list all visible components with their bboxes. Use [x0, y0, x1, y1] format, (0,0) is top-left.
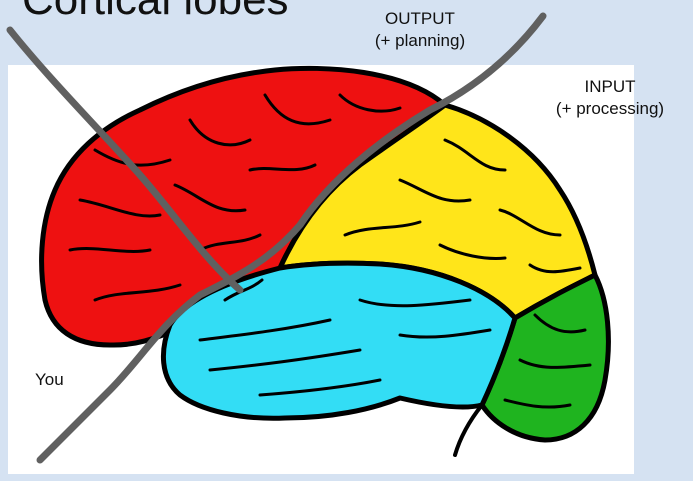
you-label: You [35, 369, 64, 391]
input-label-line1: INPUT [540, 76, 680, 98]
input-label-line2: (+ processing) [540, 98, 680, 120]
output-label-line2: (+ planning) [355, 30, 485, 52]
output-label: OUTPUT (+ planning) [355, 8, 485, 52]
input-label: INPUT (+ processing) [540, 76, 680, 120]
brain-stem-outline [455, 405, 482, 455]
output-label-line1: OUTPUT [355, 8, 485, 30]
